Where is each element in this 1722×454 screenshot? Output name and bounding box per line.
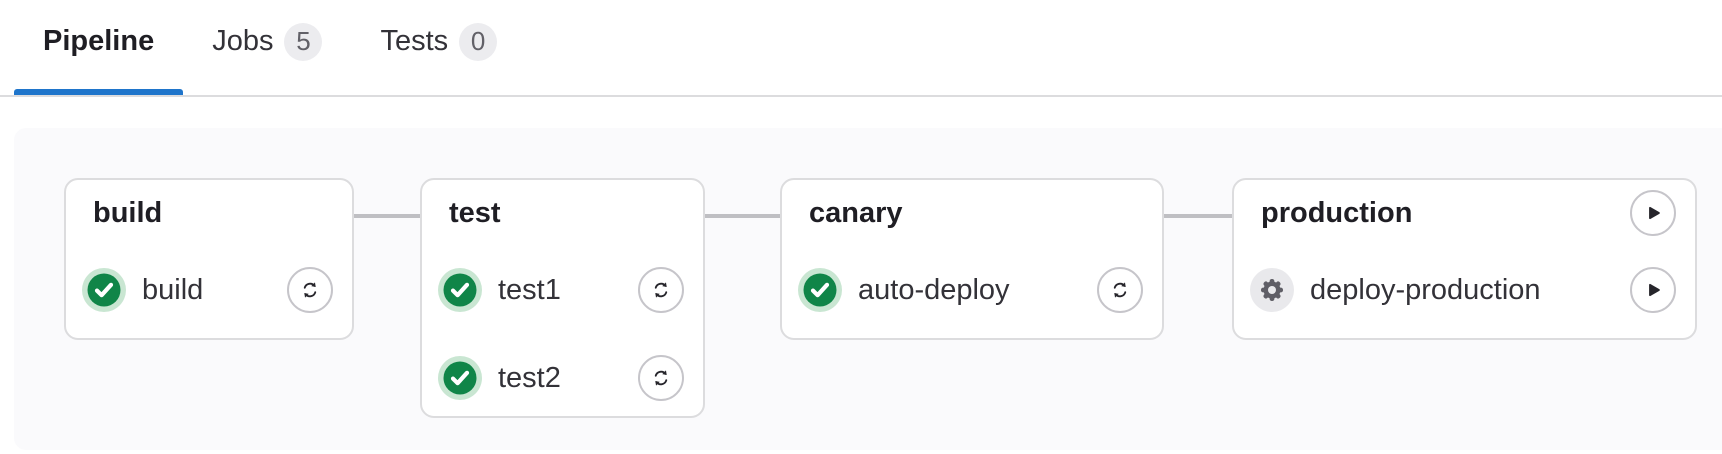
retry-arrows-icon	[654, 370, 668, 386]
stage-title: build	[93, 196, 163, 229]
job-name: test2	[498, 363, 561, 393]
job-name: auto-deploy	[858, 275, 1010, 305]
job-row[interactable]: test2	[422, 355, 703, 401]
stage-play-button[interactable]	[1630, 190, 1676, 236]
retry-arrows-icon	[303, 282, 317, 298]
stage-title: canary	[809, 196, 903, 229]
check-circle-icon	[438, 268, 482, 312]
job-row[interactable]: deploy-production	[1234, 267, 1695, 313]
job-retry-button[interactable]	[638, 355, 684, 401]
pipeline-graph-panel: build build	[14, 128, 1722, 450]
check-circle-icon	[798, 268, 842, 312]
stage-card-build: build build	[64, 178, 354, 340]
play-triangle-icon	[1649, 206, 1660, 220]
play-triangle-icon	[1649, 283, 1660, 297]
tab-tests[interactable]: Tests 0	[351, 0, 526, 95]
job-list: build	[66, 267, 352, 313]
tests-count-badge: 0	[459, 22, 498, 61]
job-play-button[interactable]	[1630, 267, 1676, 313]
stage-connector	[354, 214, 420, 218]
job-retry-button[interactable]	[287, 267, 333, 313]
tab-pipeline[interactable]: Pipeline	[14, 0, 184, 95]
check-circle-icon	[438, 356, 482, 400]
stage-card-test: test test1	[420, 178, 705, 418]
job-name: test1	[498, 275, 561, 305]
stage-card-production: production	[1232, 178, 1697, 340]
retry-arrows-icon	[654, 282, 668, 298]
job-retry-button[interactable]	[638, 267, 684, 313]
job-row[interactable]: auto-deploy	[782, 267, 1162, 313]
stage-header: production	[1261, 190, 1676, 236]
pipeline-tab-bar: Pipeline Jobs 5 Tests 0	[0, 0, 1722, 97]
stage-connector	[705, 214, 780, 218]
job-list: auto-deploy	[782, 267, 1162, 313]
stage-header: canary	[809, 190, 1143, 236]
job-retry-button[interactable]	[1097, 267, 1143, 313]
retry-arrows-icon	[1113, 282, 1127, 298]
job-list: test1	[422, 267, 703, 401]
job-name: deploy-production	[1310, 275, 1541, 305]
tab-pipeline-label: Pipeline	[43, 25, 155, 57]
job-row[interactable]: build	[66, 267, 352, 313]
stage-title: production	[1261, 196, 1413, 229]
stage-header: build	[93, 190, 333, 236]
tab-jobs[interactable]: Jobs 5	[183, 0, 351, 95]
check-circle-icon	[82, 268, 126, 312]
stage-title: test	[449, 196, 501, 229]
tab-jobs-label: Jobs	[212, 25, 274, 57]
tab-tests-label: Tests	[380, 25, 449, 57]
stage-header: test	[449, 190, 684, 236]
job-name: build	[142, 275, 204, 305]
gear-icon	[1250, 268, 1294, 312]
jobs-count-badge: 5	[284, 22, 323, 61]
stage-card-canary: canary auto-deploy	[780, 178, 1164, 340]
job-row[interactable]: test1	[422, 267, 703, 313]
job-list: deploy-production	[1234, 267, 1695, 313]
stage-connector	[1164, 214, 1232, 218]
